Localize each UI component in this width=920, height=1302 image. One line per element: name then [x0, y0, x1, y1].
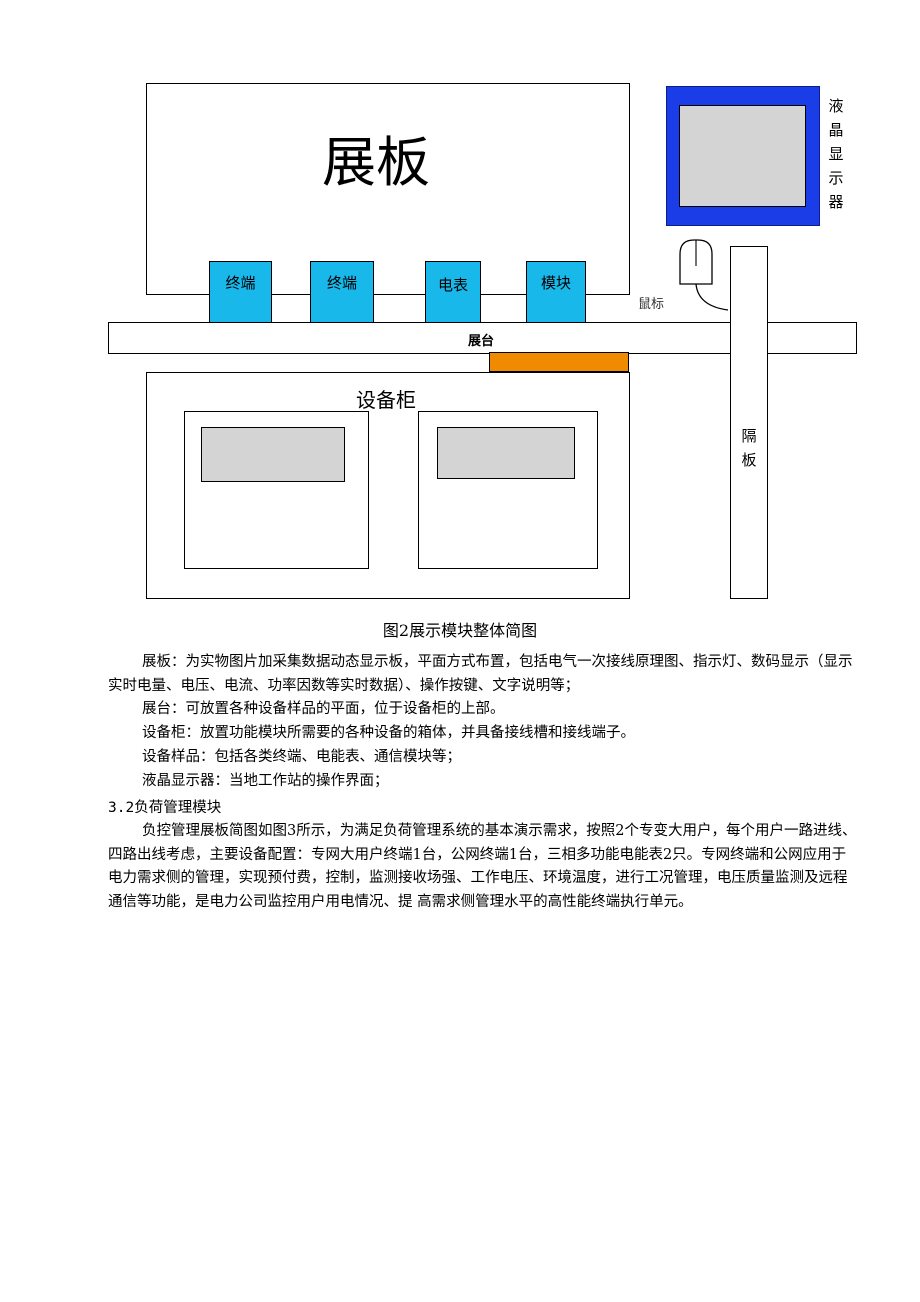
lcd-label: 液晶显示器	[828, 97, 844, 211]
lcd-screen	[679, 105, 806, 207]
section-heading: 3.2负荷管理模块	[108, 800, 222, 816]
terminal-box-2	[310, 261, 374, 324]
paragraph-load-management: 负控管理展板简图如图3所示，为满足负荷管理系统的基本演示需求，按照2个专变大用户…	[108, 823, 857, 910]
terminal-label-1: 终端	[225, 274, 256, 292]
partition-label: 隔板	[741, 427, 757, 469]
module-label: 模块	[540, 274, 571, 292]
partition	[730, 246, 768, 599]
module-box	[526, 261, 586, 324]
paragraph-display-board: 展板：为实物图片加采集数据动态显示板，平面方式布置，包括电气一次接线原理图、指示…	[108, 654, 853, 694]
paragraph-samples: 设备样品：包括各类终端、电能表、通信模块等；	[142, 749, 461, 765]
terminal-label-2: 终端	[326, 274, 357, 292]
display-board	[146, 83, 630, 295]
paragraph-lcd: 液晶显示器：当地工作站的操作界面；	[142, 773, 389, 789]
figure-caption: 图2展示模块整体简图	[382, 621, 538, 640]
cabinet-label: 设备柜	[356, 388, 416, 412]
meter-label: 电表	[437, 276, 468, 294]
paragraph-cabinet: 设备柜：放置功能模块所需要的各种设备的箱体，并具备接线槽和接线端子。	[142, 725, 635, 741]
mouse-icon	[679, 239, 729, 311]
mouse-label: 鼠标	[638, 297, 665, 312]
platform-label: 展台	[467, 334, 494, 349]
display-board-label: 展板	[322, 131, 430, 194]
orange-slot	[489, 352, 629, 372]
cabinet-unit-1-screen	[201, 427, 345, 482]
paragraph-platform: 展台：可放置各种设备样品的平面，位于设备柜的上部。	[142, 701, 505, 717]
cabinet-unit-2-screen	[437, 427, 575, 479]
